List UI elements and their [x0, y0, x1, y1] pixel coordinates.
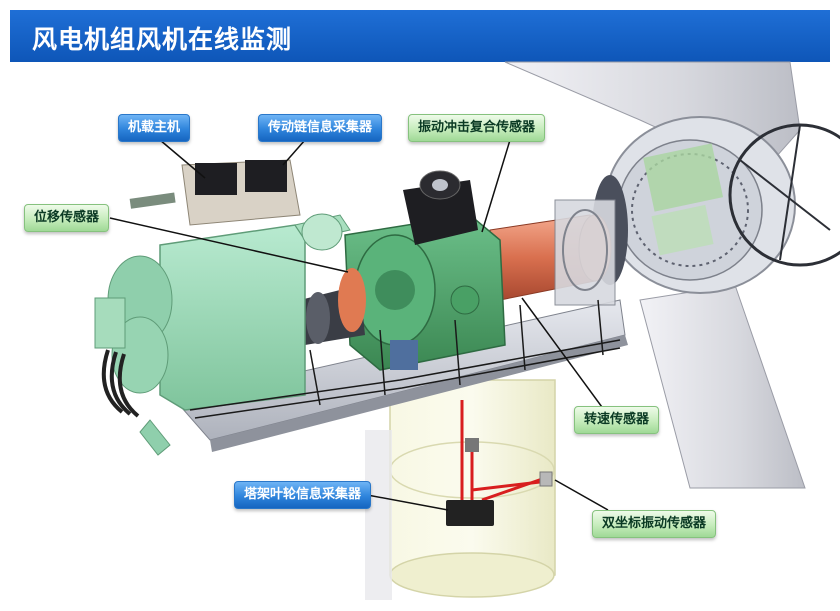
blade-lower [639, 284, 806, 489]
sensor-cable-harness [189, 299, 621, 419]
label-dual-axis-vibration-sensor: 双坐标振动传感器 [592, 510, 717, 538]
host-cabinet [129, 159, 301, 226]
label-tower-collector: 塔架叶轮信息采集器 [234, 481, 372, 509]
title-bar: 风电机组风机在线监测 [10, 10, 830, 62]
coupling [300, 268, 366, 345]
tower [365, 379, 556, 600]
leader-lines [109, 139, 611, 511]
tower-sensor-mount [465, 438, 479, 452]
page-title: 风电机组风机在线监测 [32, 25, 293, 54]
dual-axis-sensor-body [539, 471, 553, 487]
generator [94, 213, 351, 456]
label-displacement-sensor: 位移传感器 [24, 204, 110, 232]
rotor-hub [592, 116, 840, 294]
main-shaft [489, 199, 616, 306]
tower-cables [460, 400, 546, 502]
label-onboard-host: 机载主机 [118, 114, 191, 142]
tower-collector-box [446, 500, 494, 526]
gearbox [344, 170, 506, 371]
label-speed-sensor: 转速传感器 [574, 406, 660, 434]
label-drivetrain-collector: 传动链信息采集器 [258, 114, 383, 142]
label-vibration-shock-sensor: 振动冲击复合传感器 [408, 114, 546, 142]
